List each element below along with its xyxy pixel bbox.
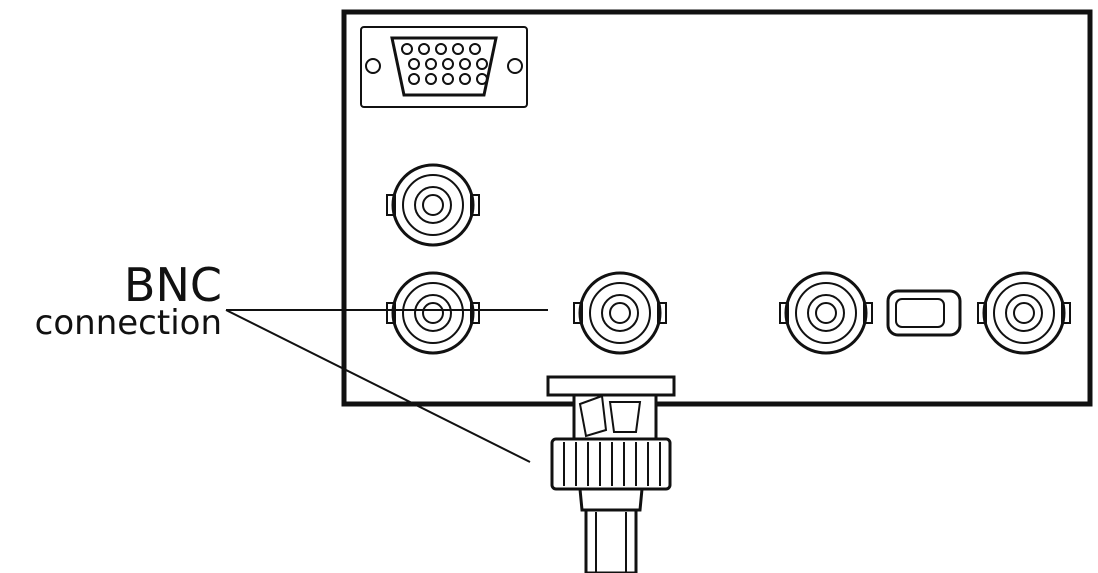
- callout-label-line2: connection: [34, 303, 222, 343]
- rear-panel: [341, 9, 1093, 407]
- bnc-jack-icon: [386, 271, 480, 355]
- bnc-jack-icon: [977, 271, 1071, 355]
- callout-label-line1: BNC: [123, 258, 222, 312]
- vga-port-icon: [360, 26, 528, 108]
- bnc-jack-icon: [573, 271, 667, 355]
- callout-leader-lines: [225, 309, 548, 463]
- bnc-jack-icon: [779, 271, 873, 355]
- bnc-jack-icon: [386, 163, 480, 247]
- bnc-plug-icon: [546, 375, 676, 573]
- rectangular-button-icon: [886, 289, 962, 337]
- callout-label: BNC connection: [10, 262, 222, 340]
